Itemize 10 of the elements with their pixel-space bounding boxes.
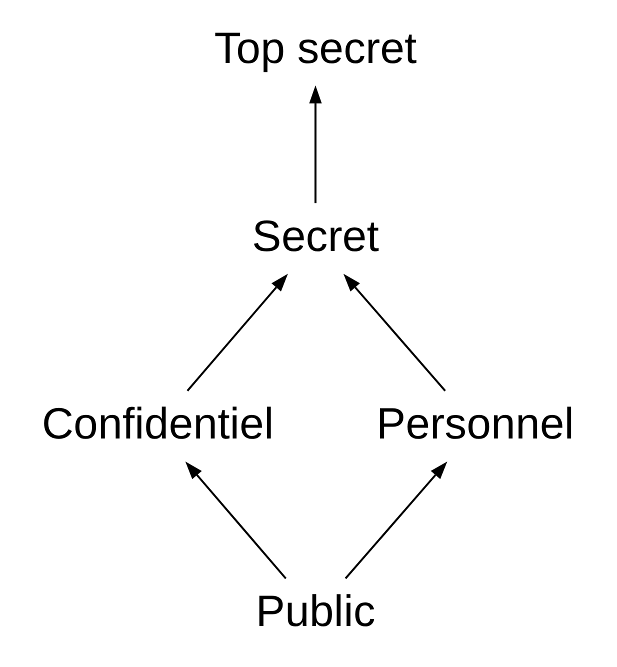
node-text: Secret xyxy=(252,212,379,261)
arrow xyxy=(344,461,448,580)
node-text: Top secret xyxy=(214,24,417,74)
node-text: Personnel xyxy=(376,400,574,449)
node-text: Public xyxy=(256,587,376,636)
arrow xyxy=(309,85,322,204)
arrow xyxy=(186,274,288,392)
arrow xyxy=(185,461,287,580)
node-text: Confidentiel xyxy=(42,400,274,449)
arrow xyxy=(343,274,446,392)
